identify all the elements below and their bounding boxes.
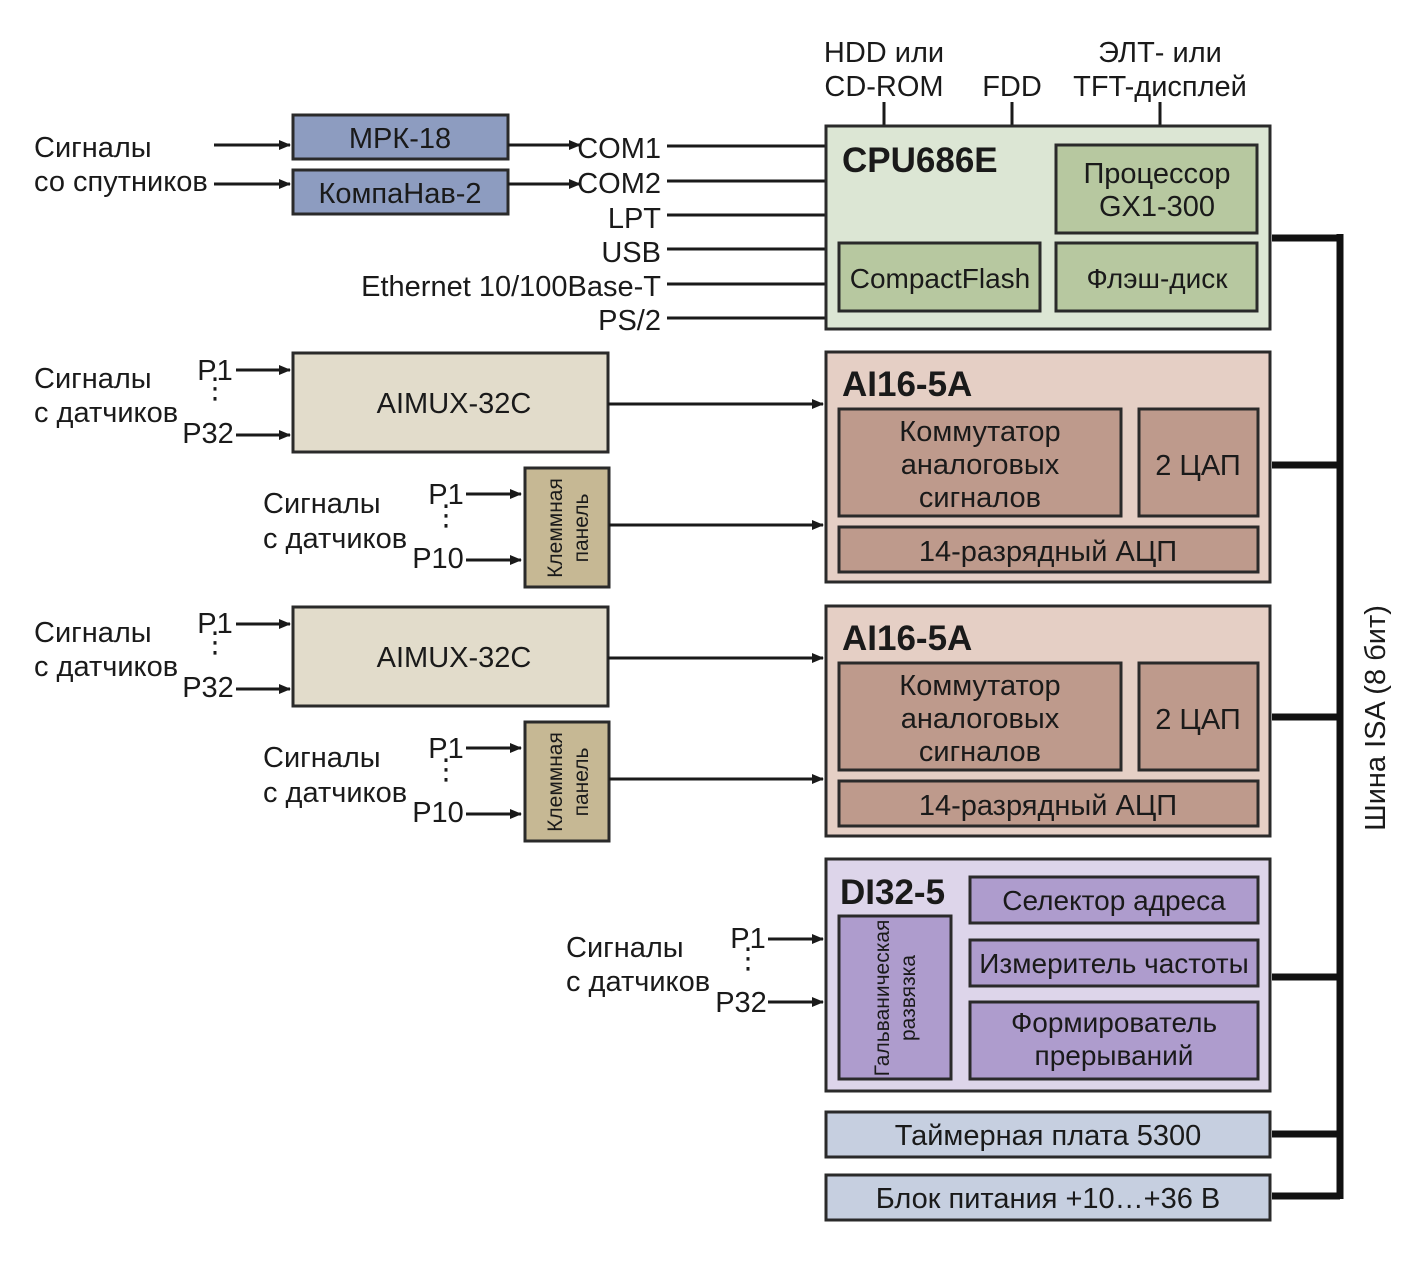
mpk-18-box: [291, 113, 510, 161]
port-ethernet: Ethernet 10/100Base-T: [361, 271, 661, 303]
flash-disk-label: Флэш-диск: [1087, 263, 1229, 294]
ai2-signals-line2: с датчиков: [34, 651, 178, 683]
port-ps2: PS/2: [598, 305, 661, 337]
interrupt-line2: прерываний: [1035, 1040, 1194, 1071]
dac-box-1: [1137, 407, 1260, 518]
ai1b-p1: P1: [428, 479, 463, 511]
commutator-box-2: [837, 661, 1123, 772]
ai1b-signals-line1: Сигналы: [263, 488, 381, 520]
selector-label: Селектор адреса: [1002, 885, 1226, 916]
port-com1: COM1: [577, 133, 661, 165]
aimux-box-1: [291, 351, 610, 454]
ai2b-signals-line2: с датчиков: [263, 777, 407, 809]
interrupt-line1: Формирователь: [1011, 1007, 1217, 1038]
terminal-1-line2: панель: [570, 494, 593, 563]
selector-box: [968, 875, 1260, 925]
di-signals-line2: с датчиков: [566, 966, 710, 998]
commutator-2-line3: сигналов: [919, 736, 1041, 768]
ai1b-dots: ⋮: [432, 500, 461, 532]
terminal-2-line1: Клеммная: [544, 732, 567, 832]
port-com2: COM2: [577, 168, 661, 200]
isolation-box: [837, 914, 953, 1081]
frequency-box: [968, 938, 1260, 988]
adc-label-2: 14-разрядный АЦП: [919, 790, 1177, 822]
aimux-label-2: AIMUX-32C: [377, 642, 532, 674]
adc-box-1: [837, 525, 1260, 574]
isa-bus: [1272, 234, 1344, 1200]
dac-label-2: 2 ЦАП: [1155, 704, 1241, 736]
ai2-dots: ⋮: [201, 627, 230, 659]
cpu686e-title: CPU686E: [842, 141, 998, 180]
ai2-signals-line1: Сигналы: [34, 617, 152, 649]
ai1b-p10: P10: [412, 543, 464, 575]
timer-label: Таймерная плата 5300: [895, 1120, 1202, 1152]
kompanav-box: [291, 168, 510, 216]
adc-label-1: 14-разрядный АЦП: [919, 536, 1177, 568]
ai1-p32: P32: [182, 418, 234, 450]
ai16-title-2: AI16-5A: [842, 619, 972, 658]
commutator-1-line2: аналоговых: [901, 449, 1060, 481]
commutator-2-line1: Коммутатор: [899, 670, 1060, 702]
power-label: Блок питания +10…+36 В: [876, 1183, 1221, 1215]
di-p1: P1: [730, 923, 765, 955]
frequency-label: Измеритель частоты: [979, 948, 1248, 979]
adc-box-2: [837, 779, 1260, 828]
dac-label-1: 2 ЦАП: [1155, 450, 1241, 482]
processor-line2: GX1-300: [1099, 191, 1215, 223]
terminal-panel-1: [523, 466, 611, 589]
display-label-line1: ЭЛТ- или: [1098, 37, 1222, 69]
terminal-1-line1: Клеммная: [544, 478, 567, 578]
power-supply: [824, 1173, 1272, 1222]
commutator-1-line1: Коммутатор: [899, 416, 1060, 448]
hdd-label-line2: CD-ROM: [824, 71, 943, 103]
di-dots: ⋮: [734, 943, 763, 975]
ai1-signals-line1: Сигналы: [34, 363, 152, 395]
flash-disk-box: [1054, 241, 1259, 313]
commutator-2-line2: аналоговых: [901, 703, 1060, 735]
dac-box-2: [1137, 661, 1260, 772]
commutator-1-line3: сигналов: [919, 482, 1041, 514]
di-p32: P32: [715, 987, 767, 1019]
compactflash-box: [837, 241, 1042, 313]
di-signals-line1: Сигналы: [566, 932, 684, 964]
timer-board: [824, 1110, 1272, 1159]
commutator-box-1: [837, 407, 1123, 518]
fdd-label: FDD: [982, 71, 1042, 103]
terminal-2-line2: панель: [570, 748, 593, 817]
ai2b-p1: P1: [428, 733, 463, 765]
port-lpt: LPT: [608, 203, 661, 235]
display-label-line2: TFT-дисплей: [1073, 71, 1247, 103]
ai1-dots: ⋮: [201, 373, 230, 405]
port-usb: USB: [601, 237, 661, 269]
terminal-panel-2: [523, 720, 611, 843]
processor-box: [1054, 143, 1259, 235]
mpk-18-label: МРК-18: [349, 123, 451, 155]
di32-title: DI32-5: [840, 873, 945, 912]
isolation-line2: развязка: [897, 955, 920, 1041]
ai2b-dots: ⋮: [432, 754, 461, 786]
aimux-label-1: AIMUX-32C: [377, 388, 532, 420]
ai2b-p10: P10: [412, 797, 464, 829]
interrupt-box: [968, 1000, 1260, 1081]
hdd-label-line1: HDD или: [824, 37, 944, 69]
satellite-signals-line2: со спутников: [34, 166, 208, 198]
kompanav-label: КомпаНав-2: [318, 178, 481, 210]
processor-line1: Процессор: [1083, 158, 1230, 190]
compactflash-label: CompactFlash: [850, 263, 1031, 294]
ai2-p1: P1: [197, 608, 232, 640]
ai2b-signals-line1: Сигналы: [263, 742, 381, 774]
ai2-p32: P32: [182, 672, 234, 704]
ai16-title-1: AI16-5A: [842, 365, 972, 404]
satellite-signals-line1: Сигналы: [34, 132, 152, 164]
ai1b-signals-line2: с датчиков: [263, 523, 407, 555]
ai1-signals-line2: с датчиков: [34, 397, 178, 429]
aimux-box-2: [291, 605, 610, 708]
ai1-p1: P1: [197, 355, 232, 387]
isolation-line1: Гальваническая: [871, 920, 894, 1077]
bus-label: Шина ISA (8 бит): [1360, 605, 1392, 831]
